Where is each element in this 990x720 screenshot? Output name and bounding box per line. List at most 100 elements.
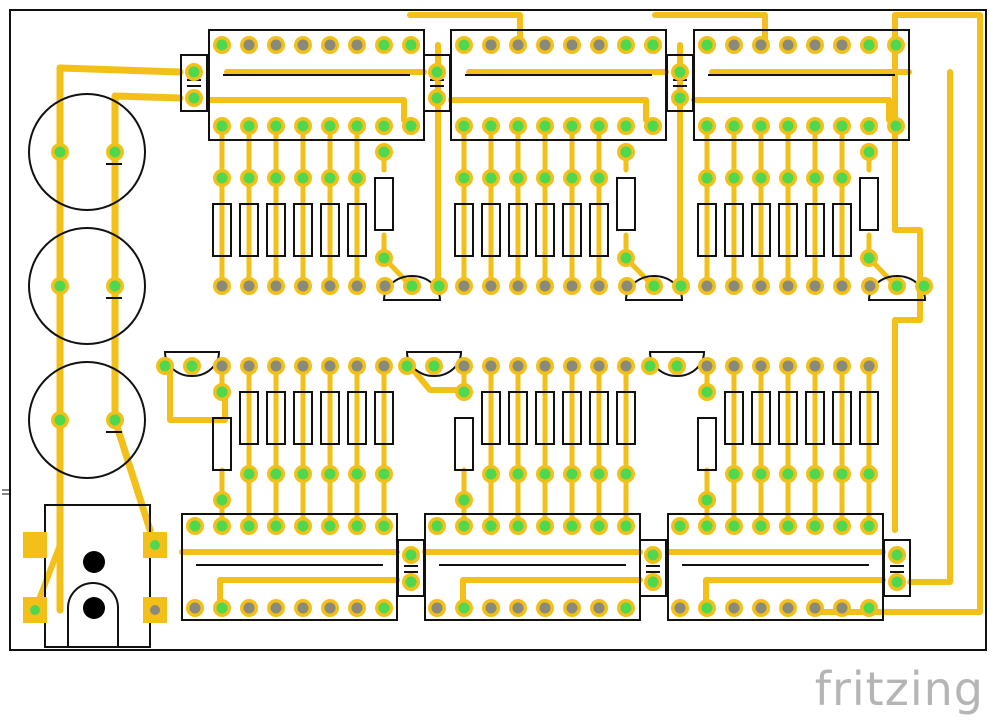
pad-unconnected	[270, 360, 282, 372]
pad-connected	[324, 468, 336, 480]
pad-connected	[378, 39, 390, 51]
pad-connected	[109, 414, 121, 426]
pad-connected	[351, 172, 363, 184]
pad-connected	[647, 39, 659, 51]
pad-unconnected	[593, 360, 605, 372]
pad-connected	[620, 602, 632, 614]
pad-unconnected	[539, 280, 551, 292]
pad-connected	[324, 520, 336, 532]
pad-connected	[216, 386, 228, 398]
pad-unconnected	[539, 602, 551, 614]
pad-unconnected	[755, 39, 767, 51]
resistor-body	[481, 391, 501, 445]
pad-connected	[593, 172, 605, 184]
pad-unconnected	[485, 280, 497, 292]
round-component-outline	[28, 361, 146, 479]
round-component-outline	[28, 93, 146, 211]
resistor-body	[508, 203, 528, 257]
pad-connected	[150, 540, 160, 550]
round-component-outline	[28, 227, 146, 345]
pad-connected	[458, 39, 470, 51]
pad-connected	[216, 494, 228, 506]
resistor-body	[805, 391, 825, 445]
resistor-body	[320, 203, 340, 257]
pad-unconnected	[809, 602, 821, 614]
pad-unconnected	[539, 39, 551, 51]
copper-trace	[206, 97, 407, 123]
resistor-body	[589, 391, 609, 445]
copper-trace	[111, 92, 184, 102]
pad-connected	[809, 120, 821, 132]
capacitor-outline	[639, 539, 667, 597]
resistor-body	[374, 177, 394, 231]
pad-connected	[809, 172, 821, 184]
pad-unconnected	[270, 280, 282, 292]
pad-connected	[647, 576, 659, 588]
pad-unconnected	[243, 602, 255, 614]
resistor-body	[724, 391, 744, 445]
pad-unconnected	[485, 39, 497, 51]
pad-connected	[782, 468, 794, 480]
pad-connected	[405, 576, 417, 588]
pad-connected	[755, 520, 767, 532]
resistor-body	[239, 391, 259, 445]
pad-connected	[216, 39, 228, 51]
pad-connected	[918, 280, 930, 292]
pad-unconnected	[189, 602, 201, 614]
pad-connected	[701, 172, 713, 184]
pad-connected	[620, 146, 632, 158]
resistor-body	[859, 391, 879, 445]
pad-connected	[755, 468, 767, 480]
pad-connected	[401, 360, 413, 372]
pad-unconnected	[270, 39, 282, 51]
pad-connected	[674, 66, 686, 78]
copper-trace	[56, 64, 184, 76]
pad-connected	[836, 520, 848, 532]
pad-connected	[431, 520, 443, 532]
resistor-body	[562, 203, 582, 257]
pad-connected	[620, 120, 632, 132]
pad-connected	[406, 280, 418, 292]
resistor-body	[535, 391, 555, 445]
pad-unconnected	[539, 360, 551, 372]
pad-unconnected	[836, 602, 848, 614]
resistor-body	[239, 203, 259, 257]
resistor-body	[212, 417, 232, 471]
resistor-body	[266, 391, 286, 445]
fritzing-watermark: fritzing	[814, 662, 984, 716]
pad-connected	[620, 39, 632, 51]
pad-connected	[216, 602, 228, 614]
pad-connected	[270, 172, 282, 184]
pad-connected	[836, 172, 848, 184]
pad-connected	[593, 120, 605, 132]
pad-connected	[620, 468, 632, 480]
pad-unconnected	[512, 39, 524, 51]
pad-connected	[270, 120, 282, 132]
pad-connected	[728, 520, 740, 532]
pad-connected	[458, 120, 470, 132]
pad-connected	[243, 520, 255, 532]
pad-connected	[378, 252, 390, 264]
pad-connected	[539, 468, 551, 480]
pad-unconnected	[566, 602, 578, 614]
pad-connected	[539, 520, 551, 532]
pad-connected	[566, 120, 578, 132]
capacitor-outline	[180, 54, 208, 112]
pad-connected	[728, 468, 740, 480]
pad-connected	[324, 120, 336, 132]
pad-unconnected	[809, 280, 821, 292]
pad-connected	[378, 120, 390, 132]
pad-unconnected	[351, 602, 363, 614]
pad-connected	[297, 468, 309, 480]
pad-connected	[644, 360, 656, 372]
pad-connected	[216, 172, 228, 184]
pad-connected	[485, 120, 497, 132]
pad-connected	[186, 360, 198, 372]
pad-unconnected	[782, 280, 794, 292]
pad-connected	[671, 360, 683, 372]
copper-trace	[167, 363, 228, 423]
pad-connected	[512, 120, 524, 132]
pad-connected	[782, 172, 794, 184]
pad-connected	[458, 494, 470, 506]
